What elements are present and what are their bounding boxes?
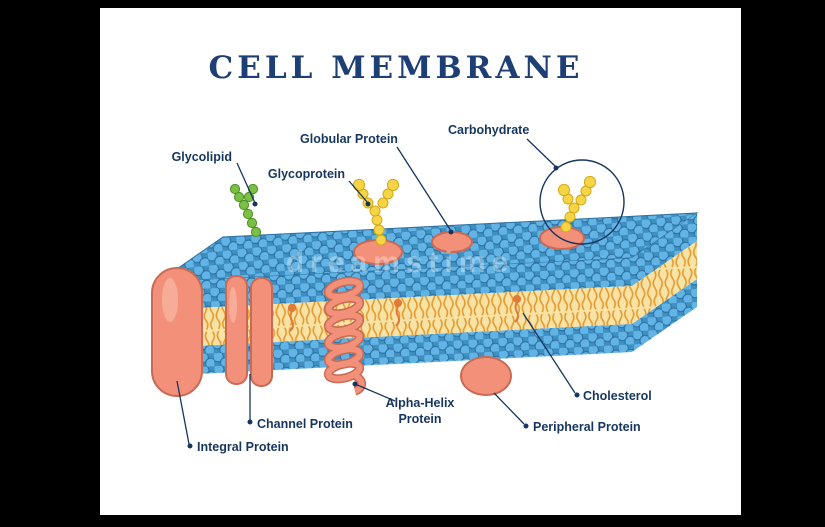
cholesterol-molecule [512, 294, 522, 323]
channel-protein-dot [247, 419, 253, 425]
cholesterol-label: Cholesterol [583, 389, 652, 403]
cholesterol-dot [574, 392, 580, 398]
glycolipid-dot [252, 201, 258, 207]
channel-protein-shape [225, 275, 273, 387]
channel-protein-label: Channel Protein [257, 417, 353, 431]
annotations: Glycolipid Glycoprotein Globular Protein… [172, 123, 652, 454]
peripheral-protein-shape [460, 356, 512, 396]
membrane-side-tails [632, 241, 697, 324]
glycoprotein-leader-line [348, 180, 369, 204]
alpha-helix-label-line1: Alpha-Helix [386, 396, 455, 410]
membrane-side-top-heads [632, 213, 697, 286]
glycolipid-leader-line [236, 162, 256, 204]
glycoprotein-dot [365, 201, 371, 207]
alpha-helix-label-line2: Protein [398, 412, 441, 426]
alpha-helix-leader-line [354, 383, 396, 402]
alpha-helix-protein-shape [323, 276, 366, 396]
alpha-helix-dot [352, 381, 358, 387]
globular-protein-dot [448, 229, 454, 235]
integral-protein-leader-line [176, 380, 190, 445]
globular-protein-leader-line [396, 146, 452, 232]
integral-protein-label: Integral Protein [197, 440, 289, 454]
membrane-side-bottom-heads [632, 279, 697, 352]
peripheral-protein-dot [523, 423, 529, 429]
peripheral-protein-label: Peripheral Protein [533, 420, 641, 434]
glycolipid-shape [229, 183, 262, 238]
cholesterol-molecules [287, 294, 522, 332]
globular-protein-label: Globular Protein [300, 132, 398, 146]
carbohydrate-shape [557, 175, 597, 233]
integral-protein-dot [187, 443, 193, 449]
peripheral-protein-leader-line [493, 392, 525, 425]
carbohydrate-dot [553, 165, 559, 171]
carbohydrate-leader-line [526, 138, 557, 168]
cholesterol-molecule [287, 303, 297, 332]
cholesterol-molecule [393, 298, 403, 327]
carbohydrate-label: Carbohydrate [448, 123, 529, 137]
cholesterol-leader-line [522, 312, 576, 394]
watermark-text: dreamstime [286, 246, 514, 279]
membrane-front-tails [158, 286, 632, 348]
glycolipid-label: Glycolipid [172, 150, 232, 164]
integral-protein-shape [151, 267, 203, 397]
glycoprotein-label: Glycoprotein [268, 167, 345, 181]
carbohydrate-highlight-circle [539, 159, 625, 245]
membrane-front-bottom-heads [158, 324, 632, 376]
membrane-front-top-heads [158, 258, 632, 310]
page-title: CELL MEMBRANE [209, 50, 584, 86]
